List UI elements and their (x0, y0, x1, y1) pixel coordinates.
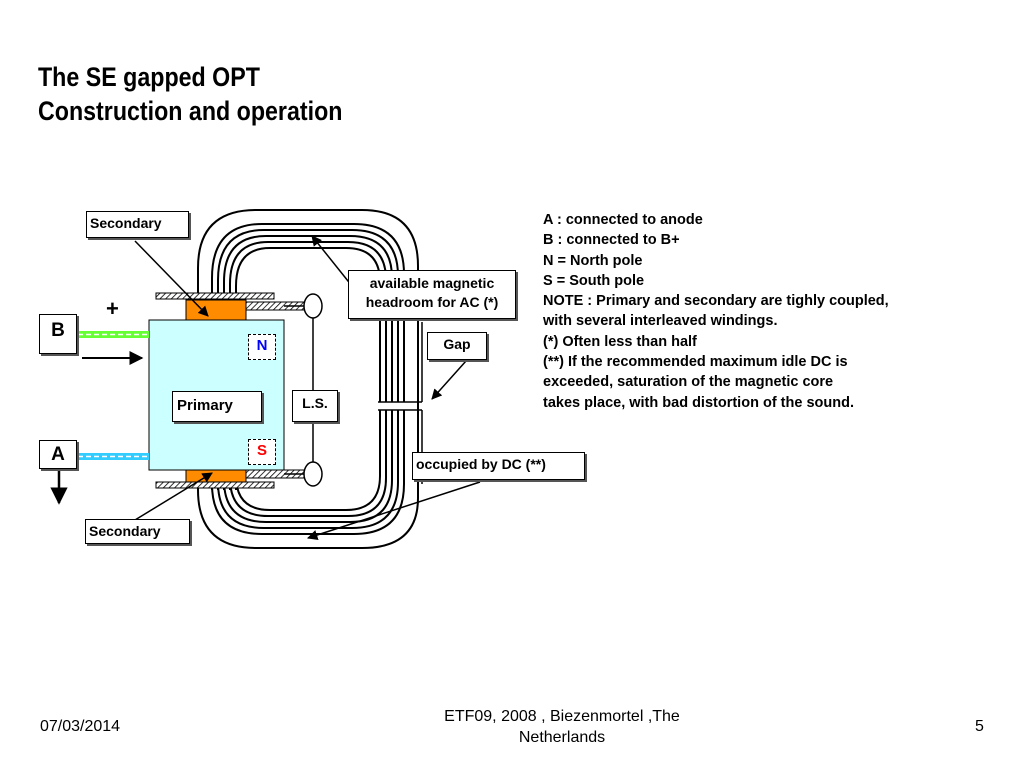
ls-terminal-top (303, 293, 323, 319)
primary-label: Primary (172, 391, 262, 422)
pointer-arrows (134, 235, 481, 541)
note-line: takes place, with bad distortion of the … (543, 394, 854, 411)
secondary-label-top: Secondary (86, 211, 189, 238)
note-line: NOTE : Primary and secondary are tighly … (543, 293, 889, 310)
legend-notes: A : connected to anode B : connected to … (543, 210, 889, 413)
gap-label: Gap (427, 332, 487, 360)
footer-event-line2: Netherlands (518, 729, 606, 746)
note-line: exceeded, saturation of the magnetic cor… (543, 374, 834, 391)
plus-sign: + (106, 296, 119, 321)
pole-s-label: S (248, 439, 276, 465)
headroom-label-line1: available magnetic (369, 275, 495, 291)
core-outer-line (197, 209, 419, 549)
headroom-label-line2: headroom for AC (*) (365, 294, 499, 310)
note-line: A : connected to anode (543, 212, 703, 228)
footer-date: 07/03/2014 (40, 718, 121, 735)
note-line: with several interleaved windings. (543, 313, 778, 330)
note-line: (**) If the recommended maximum idle DC … (543, 354, 848, 371)
secondary-label-bottom: Secondary (85, 519, 190, 544)
winding-top-outer (155, 292, 275, 300)
terminal-a-label: A (39, 440, 77, 469)
slide-title-line1: The SE gapped OPT (38, 62, 260, 92)
slide-title: The SE gapped OPT Construction and opera… (38, 60, 342, 128)
note-line: (*) Often less than half (543, 333, 697, 350)
headroom-label: available magnetic headroom for AC (*) (348, 270, 516, 319)
winding-bottom-outer (155, 481, 275, 489)
note-line: S = South pole (543, 272, 645, 289)
dc-label: occupied by DC (**) (412, 452, 585, 480)
pole-n-label: N (248, 334, 276, 360)
ls-terminal-bottom (303, 461, 323, 487)
note-line: B : connected to B+ (543, 232, 680, 249)
ls-label: L.S. (292, 390, 338, 422)
slide-title-line2: Construction and operation (38, 96, 343, 126)
footer-event-line1: ETF09, 2008 , Biezenmortel ,The (444, 708, 680, 725)
page-number: 5 (975, 718, 984, 735)
footer-event: ETF09, 2008 , Biezenmortel ,The Netherla… (380, 706, 744, 748)
note-line: N = North pole (543, 252, 643, 269)
terminal-b-label: B (39, 314, 77, 354)
